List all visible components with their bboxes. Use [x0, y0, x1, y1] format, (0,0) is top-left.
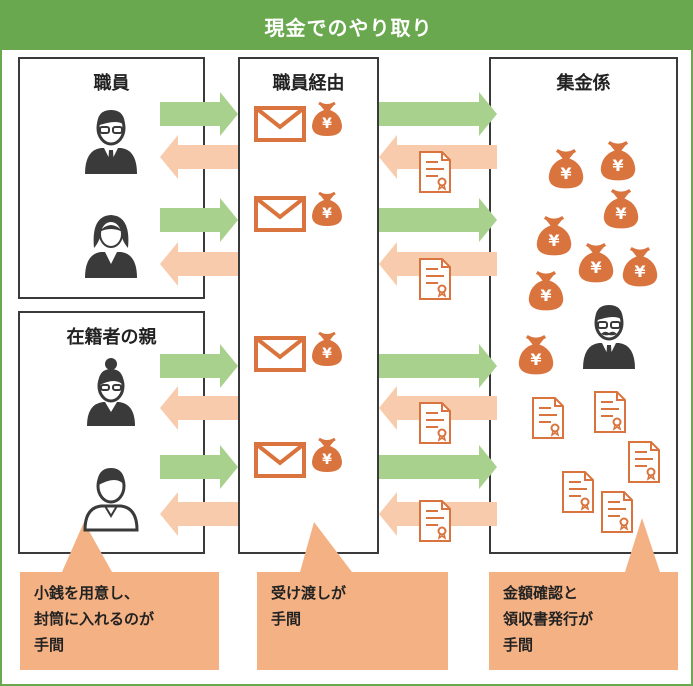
callout-middle-line-1: 受け渡しが [271, 584, 347, 602]
callout-left-line-3: 手間 [34, 636, 65, 654]
receipt-icon [628, 441, 660, 483]
callout-left: 小銭を用意し、 封筒に入れるのが 手間 [20, 572, 219, 670]
arrow-to-staff-2 [160, 198, 238, 242]
arrow-to-staff-4 [160, 445, 238, 489]
callout-left-line-1: 小銭を用意し、 [34, 584, 140, 602]
money-bag-icon [602, 188, 640, 231]
arrow-from-staff-2 [160, 242, 238, 286]
callout-middle: 受け渡しが 手間 [257, 572, 448, 670]
money-bag-icon [577, 242, 615, 285]
envelope-icon [254, 196, 306, 232]
money-bag-icon [535, 215, 573, 258]
person-icon [83, 108, 139, 176]
arrow-from-staff-3 [160, 386, 238, 430]
arrow-to-staff-3 [160, 344, 238, 388]
envelope-icon [254, 336, 306, 372]
receipt-icon [532, 397, 564, 439]
callout-right-line-1: 金額確認と [503, 584, 579, 602]
receipt-icon [419, 258, 451, 300]
arrow-to-collector-3 [379, 344, 497, 388]
money-bag-icon [310, 191, 344, 228]
money-bag-icon [310, 101, 344, 138]
receipt-icon [419, 151, 451, 193]
money-bag-icon [310, 331, 344, 368]
collector-panel-title: 集金係 [556, 73, 611, 94]
envelope-icon [254, 106, 306, 142]
callout-right: 金額確認と 領収書発行が 手間 [489, 572, 678, 670]
money-bag-icon [310, 437, 344, 474]
arrow-to-collector-4 [379, 445, 497, 489]
callout-right-line-3: 手間 [503, 636, 534, 654]
receipt-icon [562, 471, 594, 513]
receipt-icon [594, 391, 626, 433]
callout-left-tail [62, 522, 112, 572]
money-bag-icon [527, 270, 565, 313]
parents-panel-title: 在籍者の親 [66, 327, 157, 348]
callout-right-line-2: 領収書発行が [503, 610, 594, 628]
money-bag-icon [517, 334, 555, 377]
money-bag-icon [547, 148, 585, 191]
arrow-from-staff-4 [160, 492, 238, 536]
person-icon [581, 303, 637, 371]
envelope-icon [254, 442, 306, 478]
money-bag-icon [621, 246, 659, 289]
receipt-icon [419, 500, 451, 542]
staff-panel-title: 職員 [93, 73, 130, 94]
money-bag-icon [599, 140, 637, 183]
arrow-to-collector-1 [379, 92, 497, 136]
callout-middle-tail [300, 522, 352, 572]
receipt-icon [419, 402, 451, 444]
person-icon [83, 466, 139, 532]
arrow-to-collector-2 [379, 198, 497, 242]
person-icon [85, 356, 137, 428]
person-icon [84, 214, 138, 279]
arrow-to-staff-1 [160, 92, 238, 136]
callout-right-tail [625, 518, 660, 572]
receipt-icon [601, 491, 633, 533]
arrow-from-staff-1 [160, 135, 238, 179]
callout-left-line-2: 封筒に入れるのが [34, 610, 155, 628]
callout-middle-line-2: 手間 [271, 610, 302, 628]
via-staff-panel-title: 職員経由 [272, 73, 345, 94]
diagram-title: 現金でのやり取り [2, 2, 693, 50]
